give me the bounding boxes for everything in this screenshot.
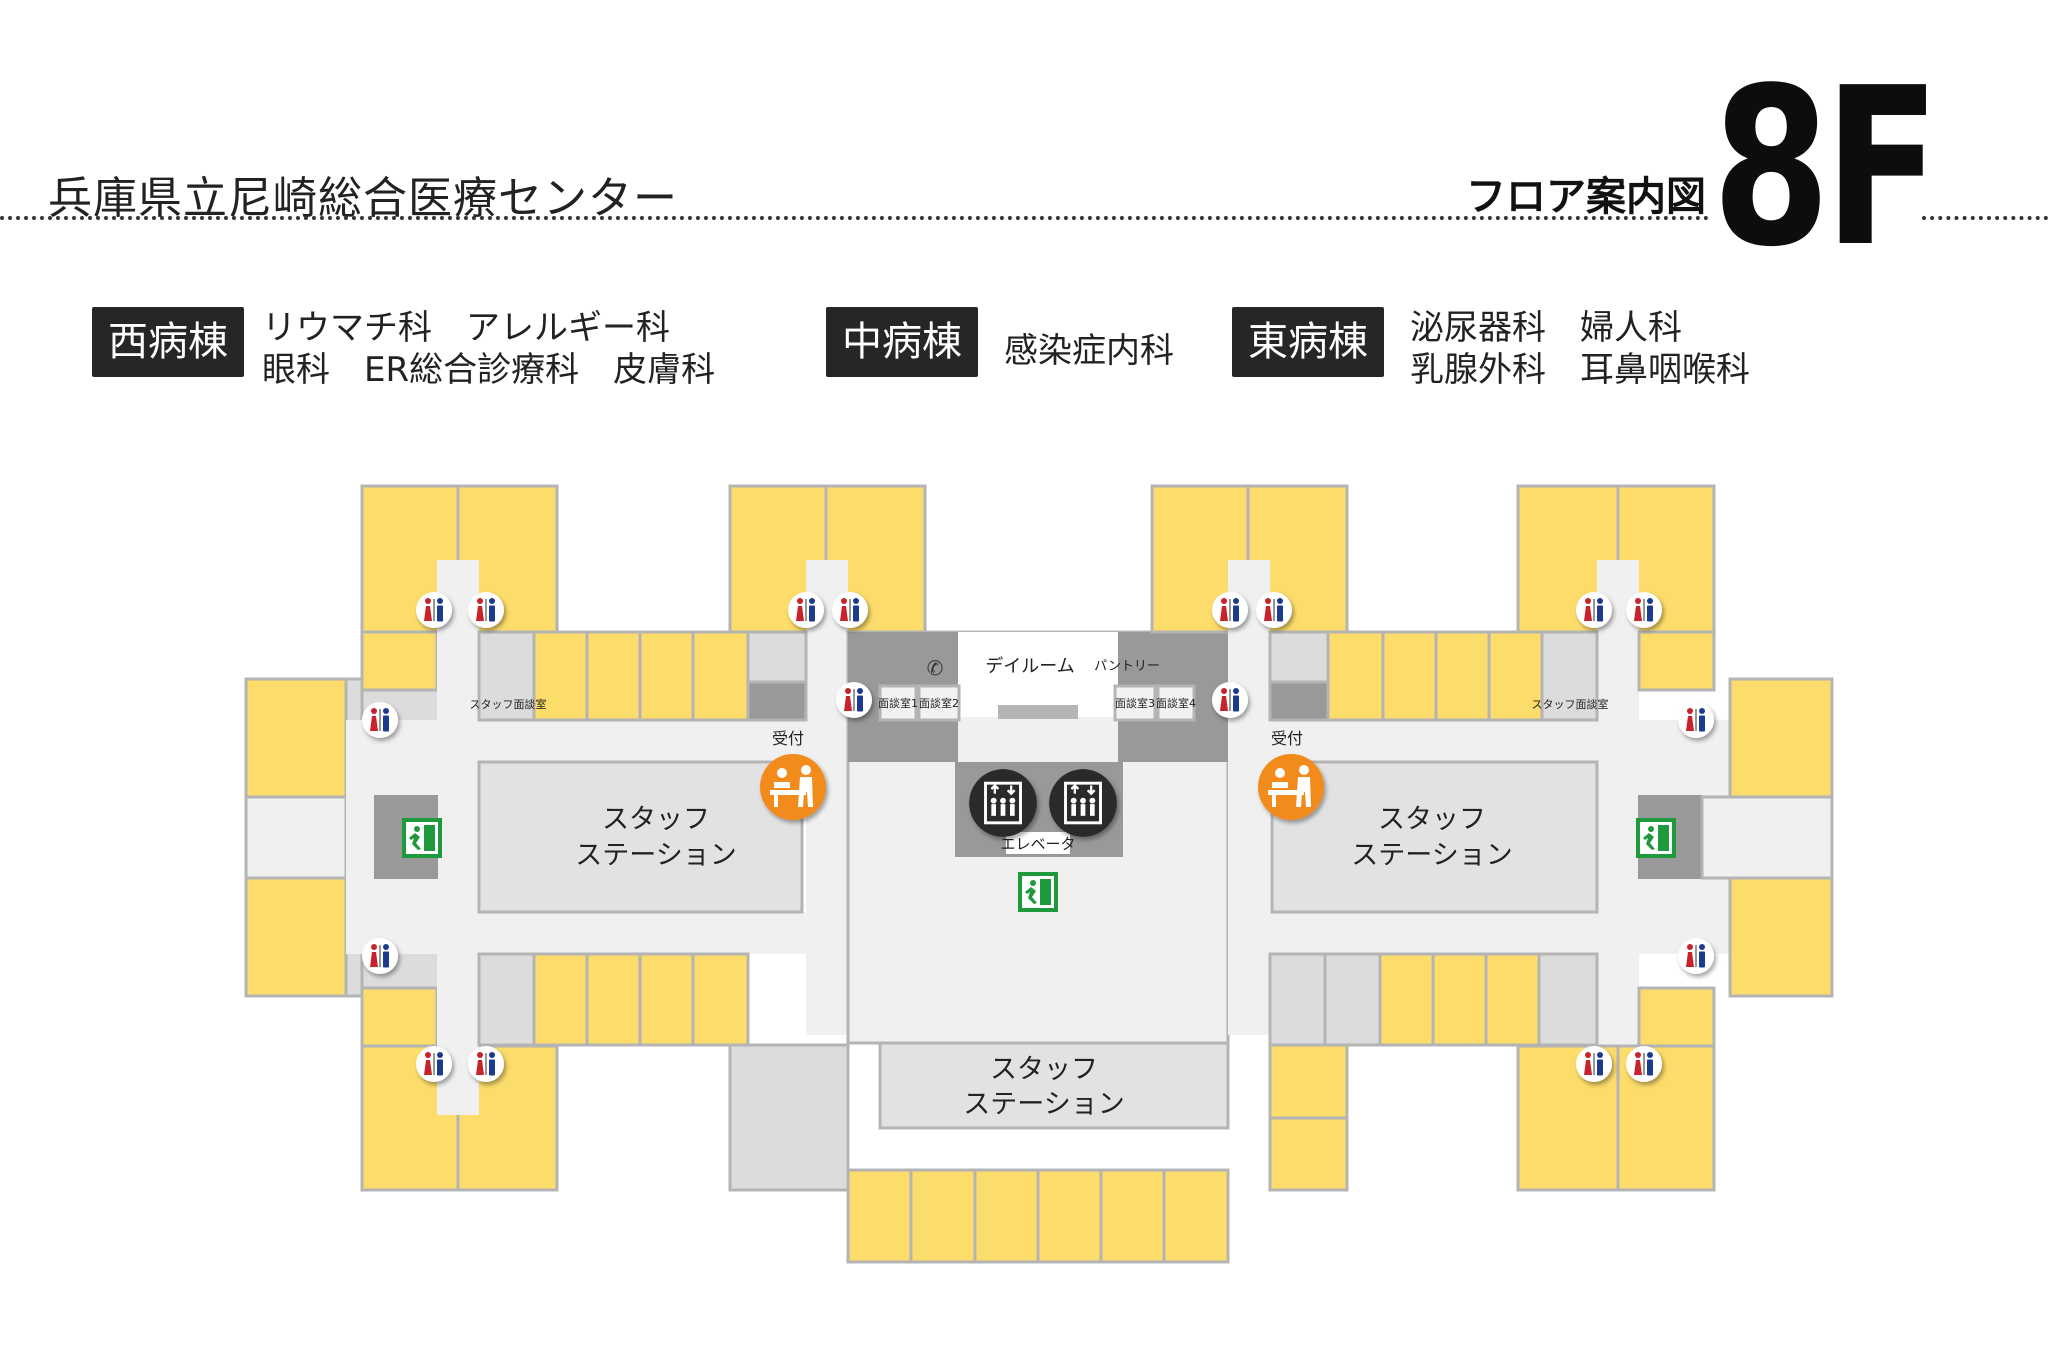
restroom-icon — [362, 702, 398, 738]
hospital-name: 兵庫県立尼崎総合医療センター — [48, 173, 678, 224]
east-reception-label: 受付 — [1271, 729, 1303, 748]
restroom-icon — [416, 592, 452, 628]
restroom-icon — [788, 592, 824, 628]
restroom-icon — [1626, 592, 1662, 628]
restroom-icon — [836, 682, 872, 718]
restroom-icon — [468, 592, 504, 628]
east-departments-line1: 泌尿器科 婦人科 — [1410, 308, 1682, 348]
west-reception-label: 受付 — [772, 729, 804, 748]
restroom-icon — [362, 938, 398, 974]
west-staff-station-label-2: ステーション — [575, 840, 736, 871]
elevator-icon — [1048, 768, 1118, 838]
ward-tag-east: 東病棟 — [1232, 307, 1384, 377]
center-departments-line1: 感染症内科 — [1004, 331, 1174, 371]
elevator-icon — [968, 768, 1038, 838]
restroom-icon — [1212, 682, 1248, 718]
consult-room-3 — [1113, 684, 1157, 722]
consult-room-3-label: 面談室3 — [1115, 696, 1155, 710]
restroom-icon — [1576, 592, 1612, 628]
emergency-exit-icon — [1636, 818, 1676, 858]
restroom-icon — [468, 1046, 504, 1082]
restroom-icon — [1576, 1046, 1612, 1082]
east-staff-station-label-2: ステーション — [1351, 840, 1512, 871]
east-staff-meeting-room-label: スタッフ面談室 — [1532, 697, 1609, 711]
ward-tag-center: 中病棟 — [826, 307, 978, 377]
center-staff-station — [878, 1041, 1230, 1130]
dotted-divider-left — [0, 216, 1710, 220]
restroom-icon — [832, 592, 868, 628]
ward-tag-west: 西病棟 — [92, 307, 244, 377]
west-staff-meeting-room-label: スタッフ面談室 — [470, 697, 547, 711]
west-departments-line1: リウマチ科 アレルギー科 — [262, 308, 670, 348]
floor-guide-label: フロア案内図 — [1466, 174, 1706, 220]
consult-room-2-label: 面談室2 — [919, 696, 959, 710]
consult-room-2 — [917, 684, 961, 722]
consult-room-1-label: 面談室1 — [878, 696, 918, 710]
restroom-icon — [1212, 592, 1248, 628]
east-staff-station-label-1: スタッフ — [1378, 804, 1486, 835]
consult-room-4-label: 面談室4 — [1156, 696, 1196, 710]
elevator-label: エレベータ — [1000, 835, 1075, 853]
center-staff-station-label-2: ステーション — [963, 1089, 1124, 1120]
phone-icon: ✆ — [927, 656, 944, 680]
west-staff-station-label-1: スタッフ — [602, 804, 710, 835]
restroom-icon — [1678, 702, 1714, 738]
west-reception-icon — [760, 754, 826, 820]
dotted-divider-right — [1922, 216, 2048, 220]
floor-number: 8F — [1712, 42, 1940, 295]
restroom-icon — [1626, 1046, 1662, 1082]
west-departments-line2: 眼科 ER総合診療科 皮膚科 — [262, 350, 716, 390]
center-staff-station-label-1: スタッフ — [990, 1054, 1098, 1085]
east-reception-icon — [1258, 754, 1324, 820]
east-departments-line2: 乳腺外科 耳鼻咽喉科 — [1410, 350, 1750, 390]
emergency-exit-icon — [1018, 872, 1058, 912]
restroom-icon — [416, 1046, 452, 1082]
consult-room-4 — [1156, 684, 1196, 722]
west-staff-station — [477, 760, 804, 914]
emergency-exit-icon — [402, 818, 442, 858]
consult-room-1 — [878, 684, 918, 722]
dayroom-label: デイルーム — [985, 656, 1074, 677]
pantry-label: パントリー — [1094, 659, 1160, 674]
east-staff-station — [1270, 760, 1599, 914]
restroom-icon — [1256, 592, 1292, 628]
restroom-icon — [1678, 938, 1714, 974]
